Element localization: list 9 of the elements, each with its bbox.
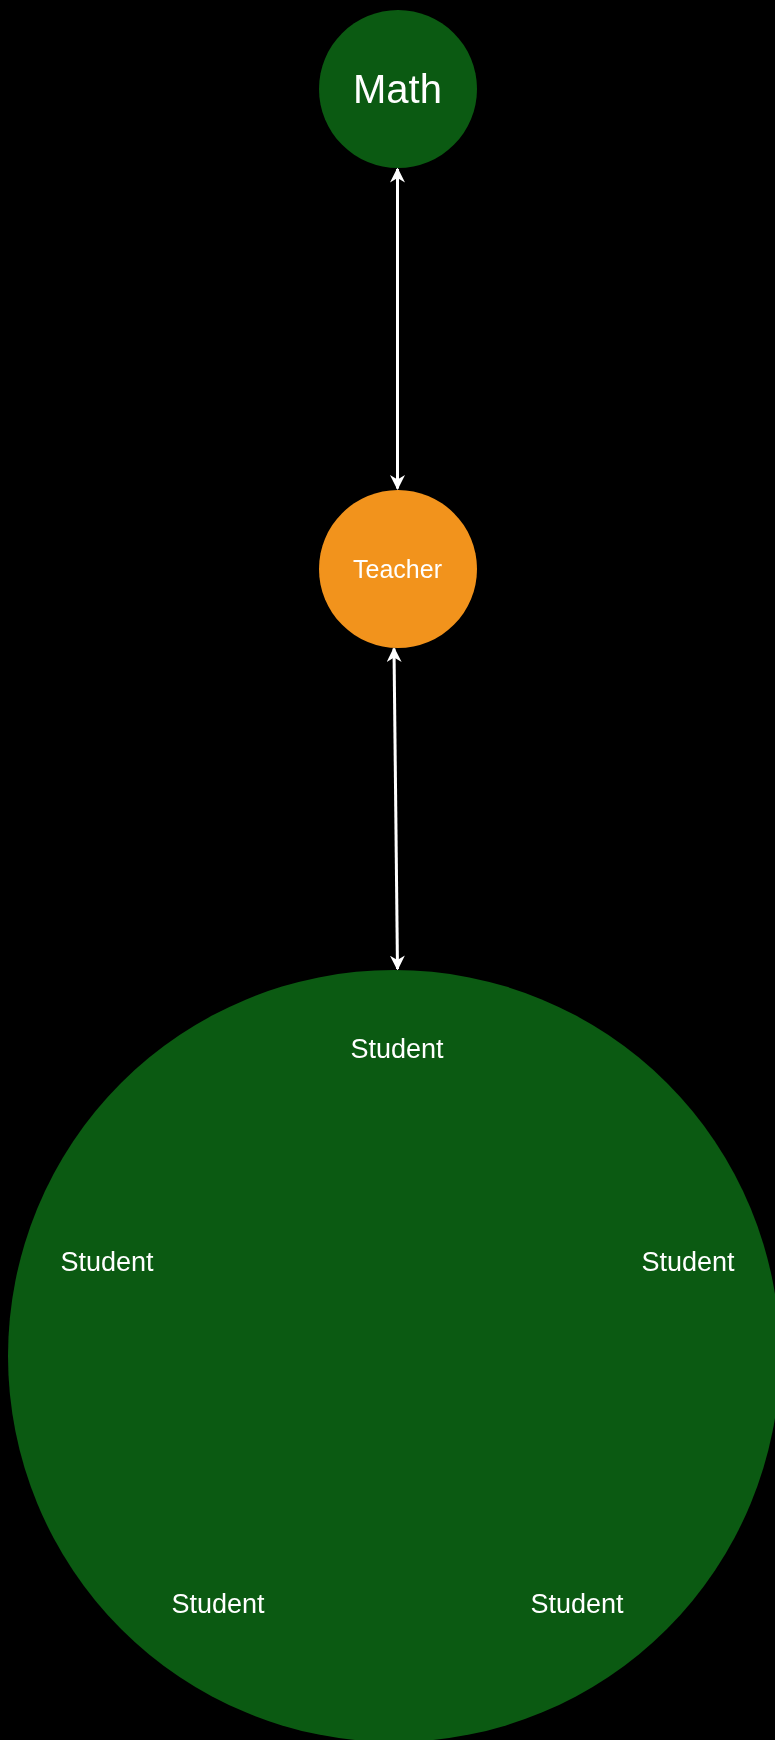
double-arrow — [390, 167, 405, 490]
student-label: Student — [530, 1588, 624, 1620]
student-label: Student — [60, 1246, 154, 1278]
student-label: Student — [171, 1588, 265, 1620]
double-arrow — [386, 647, 405, 971]
student-label: Student — [641, 1246, 735, 1278]
subject-label: Math — [353, 66, 442, 112]
teacher-label: Teacher — [353, 554, 442, 583]
student-label: Student — [350, 1033, 444, 1065]
